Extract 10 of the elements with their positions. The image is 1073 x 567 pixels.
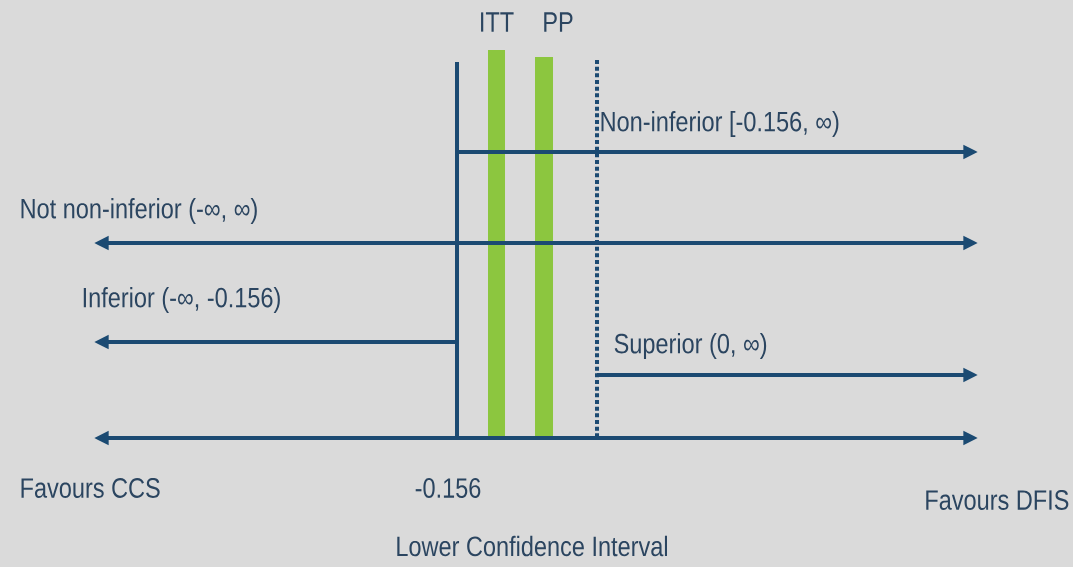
- bar-label: ITT: [481, 12, 514, 32]
- axis-label: Favours DFIS: [926, 490, 1069, 510]
- tick-label: -0.156: [415, 478, 481, 498]
- interval-label: Not non-inferior (-∞, ∞): [21, 197, 257, 225]
- interval-label: Superior (0, ∞): [614, 332, 767, 360]
- interval-label: Inferior (-∞, -0.156): [83, 286, 280, 314]
- axis-title: Lower Confidence Interval: [397, 535, 667, 557]
- interval-label: Non-inferior [-0.156, ∞): [601, 110, 839, 138]
- bar-label: PP: [544, 12, 573, 32]
- axis-label: Favours CCS: [21, 478, 160, 498]
